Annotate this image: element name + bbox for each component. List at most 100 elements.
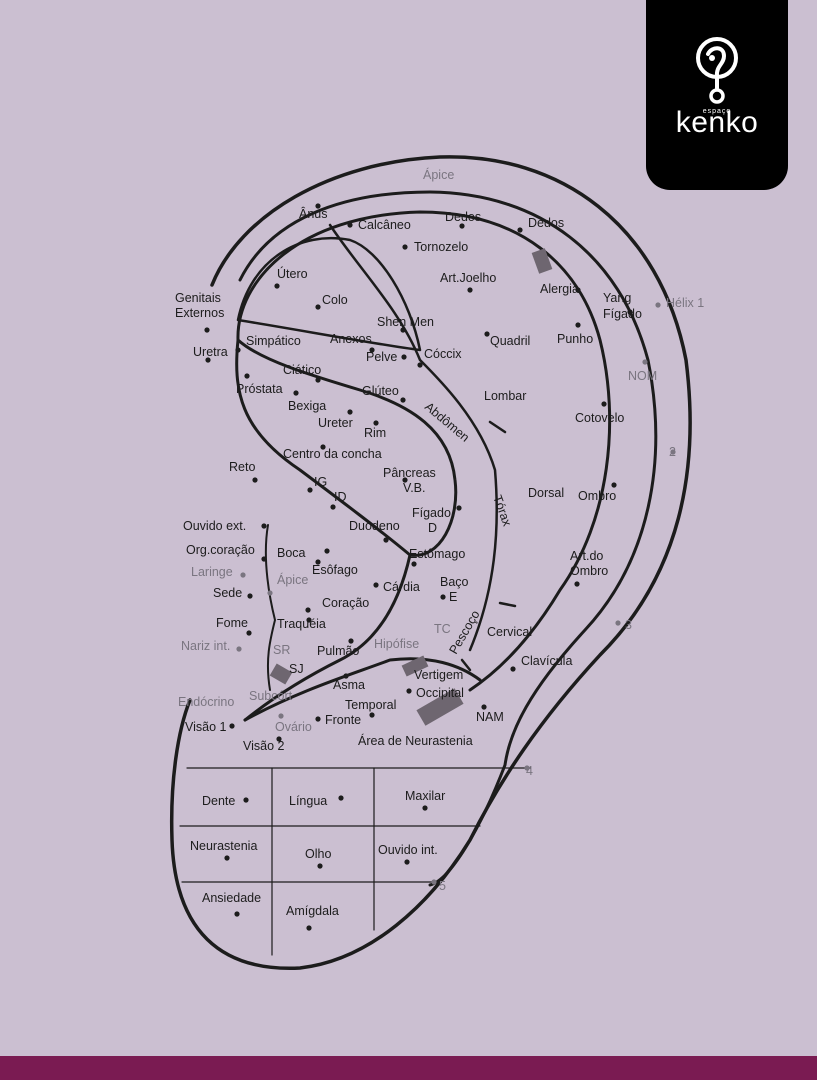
ear-point: Quadril xyxy=(484,331,530,348)
ear-point-label: SJ xyxy=(289,662,304,676)
ear-point-label: Shen Men xyxy=(377,315,434,329)
ear-point-dot xyxy=(315,716,320,721)
ear-point-label: Neurastenia xyxy=(190,839,257,853)
ear-point-label: Útero xyxy=(277,266,308,281)
ear-point-label: Ombro xyxy=(570,564,608,578)
ear-point: Dedos xyxy=(517,216,564,233)
ear-point: Laringe xyxy=(191,565,246,579)
ear-point-label: Coração xyxy=(322,596,369,610)
ear-point-dot xyxy=(229,723,234,728)
ear-point-label: Visão 2 xyxy=(243,739,285,753)
ear-point: Dedos xyxy=(445,210,481,229)
ear-point-label: Centro da concha xyxy=(283,447,382,461)
ear-point-dot xyxy=(373,420,378,425)
ear-point-label: Ciático xyxy=(283,363,321,377)
ear-point: Estômago xyxy=(409,547,465,567)
zone-tick xyxy=(500,603,515,606)
ear-point: Ombro xyxy=(578,482,617,503)
ear-point: Área de Neurastenia xyxy=(358,733,473,748)
ear-point-dot xyxy=(655,302,660,307)
ear-point-dot xyxy=(611,482,616,487)
ear-point-label: Ansiedade xyxy=(202,891,261,905)
ear-point-label: IG xyxy=(314,475,327,489)
ear-point-label: Calcâneo xyxy=(358,218,411,232)
ear-point-label: Externos xyxy=(175,306,224,320)
ear-point: Endócrino xyxy=(178,695,234,709)
ear-point-label: NOM xyxy=(628,369,657,383)
ear-point: Sede xyxy=(213,586,253,600)
ear-point-dot xyxy=(244,373,249,378)
ear-point-label: Art.do xyxy=(570,549,603,563)
ear-point: Neurastenia xyxy=(190,839,257,861)
ear-point-label: Tórax xyxy=(490,493,514,529)
ear-point: Vertigem xyxy=(414,668,463,682)
ear-point-label: Ouvido int. xyxy=(378,843,438,857)
ear-point-dot xyxy=(517,227,522,232)
ear-point: Coração xyxy=(305,596,369,613)
ear-point-label: Ânus xyxy=(299,206,328,221)
ear-point-label: Glúteo xyxy=(362,384,399,398)
ear-point: Bexiga xyxy=(288,390,326,413)
ear-point: Esôfago xyxy=(312,559,358,577)
ear-point-dot xyxy=(401,354,406,359)
ear-point-dot xyxy=(373,582,378,587)
ear-point: Olho xyxy=(305,847,331,869)
ear-point-dot xyxy=(574,581,579,586)
ear-point: Externos xyxy=(175,306,224,333)
ear-point-label: Temporal xyxy=(345,698,396,712)
ear-point: Cárdia xyxy=(373,580,419,594)
ear-point: V.B. xyxy=(402,477,425,495)
ear-point-dot xyxy=(252,477,257,482)
ear-point: Alergia xyxy=(540,282,581,296)
ear-point-label: Cárdia xyxy=(383,580,420,594)
ear-point-dot xyxy=(293,390,298,395)
ear-point-label: Ovário xyxy=(275,720,312,734)
ear-point: Ápice xyxy=(267,572,308,596)
ear-point-dot xyxy=(348,638,353,643)
ear-point: SJ xyxy=(289,662,304,676)
ear-point: Ansiedade xyxy=(202,891,261,917)
ear-point-label: Fígado xyxy=(603,307,642,321)
ear-point-dot xyxy=(247,593,252,598)
ear-point-dot xyxy=(267,590,272,595)
ear-point-label: Boca xyxy=(277,546,306,560)
ear-point-label: Org.coração xyxy=(186,543,255,557)
ear-point-label: Occipital xyxy=(416,686,464,700)
ear-point: Rim xyxy=(364,420,386,440)
ear-point-dot xyxy=(510,666,515,671)
ear-point-label: ID xyxy=(334,490,347,504)
ear-point-dot xyxy=(240,572,245,577)
ear-point-label: Hipófise xyxy=(374,637,419,651)
ear-point: Ápice xyxy=(423,167,454,182)
ear-point-label: Traquéia xyxy=(277,617,326,631)
ear-point-label: Pelve xyxy=(366,350,397,364)
ear-point: Nariz int. xyxy=(181,639,242,653)
ear-point-dot xyxy=(236,646,241,651)
ear-point-label: Maxilar xyxy=(405,789,445,803)
ear-point: Occipital xyxy=(406,686,464,700)
ear-point-label: TC xyxy=(434,622,451,636)
ear-point-label: Ouvido ext. xyxy=(183,519,246,533)
ear-point: Útero xyxy=(274,266,307,289)
ear-point-dot xyxy=(224,855,229,860)
ear-point: Genitais xyxy=(175,291,221,305)
ear-point-label: Ombro xyxy=(578,489,616,503)
ear-point-dot xyxy=(204,327,209,332)
ear-point: 4 xyxy=(524,764,533,778)
ear-point-dot xyxy=(481,704,486,709)
ear-point-label: Cervical xyxy=(487,625,532,639)
ear-point-label: Yang xyxy=(603,291,631,305)
ear-point: Dente xyxy=(202,794,249,808)
ear-point-label: Cóccix xyxy=(424,347,462,361)
ear-point-dot xyxy=(330,504,335,509)
ear-point: Uretra xyxy=(193,345,228,363)
ear-point: Cotovelo xyxy=(575,401,624,425)
brand-logo: espaço kenko xyxy=(646,0,788,190)
ear-point: Clavícula xyxy=(510,654,572,672)
ear-point: Centro da concha xyxy=(283,444,382,461)
ear-point-label: Pâncreas xyxy=(383,466,436,480)
footer-bar xyxy=(0,1056,817,1080)
ear-point-label: Esôfago xyxy=(312,563,358,577)
ear-point-label: Subcórt xyxy=(249,689,293,703)
ear-point-dot xyxy=(484,331,489,336)
